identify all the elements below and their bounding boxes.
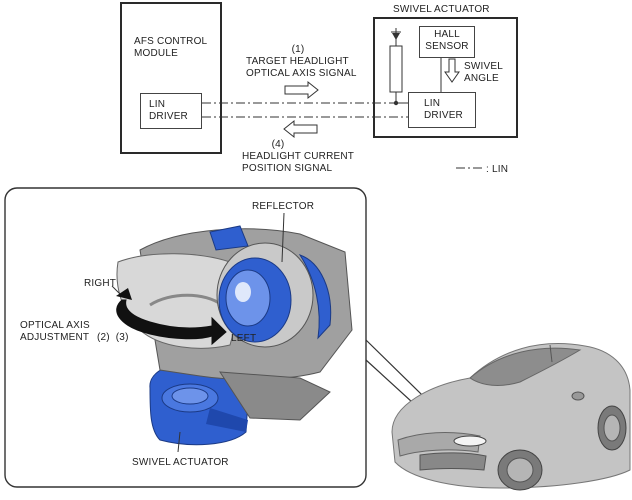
signal-1-text: TARGET HEADLIGHT OPTICAL AXIS SIGNAL xyxy=(246,56,357,79)
left-label: LEFT xyxy=(231,333,257,344)
right-label: RIGHT xyxy=(84,278,117,289)
swivel-actuator-part xyxy=(149,361,249,446)
hall-sensor-label: HALL SENSOR xyxy=(425,29,469,52)
actuator-lin-driver-label: LIN DRIVER xyxy=(424,98,463,121)
afs-lin-driver-label: LIN DRIVER xyxy=(149,99,188,122)
car-illustration xyxy=(391,343,631,491)
afs-control-module-label: AFS CONTROL MODULE xyxy=(134,36,208,59)
adjustment-steps-label: (2) (3) xyxy=(97,332,129,343)
swivel-angle-label: SWIVEL ANGLE xyxy=(464,61,503,84)
signal-1-number: (1) xyxy=(291,44,305,55)
signal-4-number: (4) xyxy=(271,139,285,150)
optical-axis-arrow xyxy=(116,288,227,346)
signal-4-text: HEADLIGHT CURRENT POSITION SIGNAL xyxy=(242,151,355,174)
swivel-actuator-part-label: SWIVEL ACTUATOR xyxy=(132,457,229,468)
lin-legend-label: : LIN xyxy=(486,164,509,175)
hall-sensor-box xyxy=(419,26,475,58)
reflector-part xyxy=(209,225,332,348)
actuator-lin-driver-box xyxy=(408,92,476,128)
afs-lin-driver-box xyxy=(140,93,202,129)
reflector-label: REFLECTOR xyxy=(252,201,315,212)
swivel-actuator-title: SWIVEL ACTUATOR xyxy=(393,4,490,15)
optical-axis-adjustment-label: OPTICAL AXIS ADJUSTMENT xyxy=(20,320,90,343)
